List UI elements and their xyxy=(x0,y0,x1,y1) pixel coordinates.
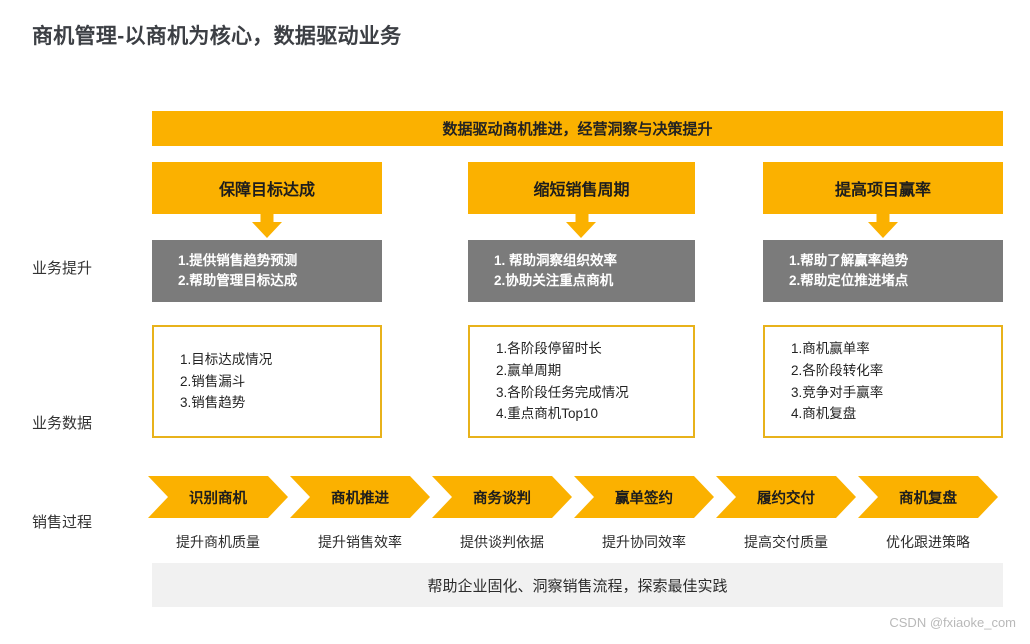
pillar-header-1-label: 保障目标达成 xyxy=(218,182,315,199)
process-caption-6: 优化跟进策略 xyxy=(886,534,970,550)
process-caption-4: 提升协同效率 xyxy=(602,534,686,550)
benefit-item: 1.提供销售趋势预测 xyxy=(178,252,298,268)
data-item: 4.商机复盘 xyxy=(791,406,857,422)
benefit-box-3: 1.帮助了解赢率趋势 2.帮助定位推进堵点 xyxy=(763,240,1003,302)
page-title: 商机管理-以商机为核心，数据驱动业务 xyxy=(32,25,402,48)
data-item: 3.销售趋势 xyxy=(180,395,246,411)
footer-banner: 帮助企业固化、洞察销售流程，探索最佳实践 xyxy=(152,563,1003,607)
data-item: 1.各阶段停留时长 xyxy=(496,340,602,356)
benefit-item: 2.帮助管理目标达成 xyxy=(178,273,298,288)
top-banner-label: 数据驱动商机推进，经营洞察与决策提升 xyxy=(442,121,713,138)
benefit-box-1: 1.提供销售趋势预测 2.帮助管理目标达成 xyxy=(152,240,382,302)
process-caption-1: 提升商机质量 xyxy=(176,534,260,550)
process-step-4[interactable]: 赢单签约 xyxy=(574,476,714,518)
process-step-5-label: 履约交付 xyxy=(757,490,815,507)
data-item: 3.各阶段任务完成情况 xyxy=(496,384,629,400)
row-label-business-data: 业务数据 xyxy=(32,415,93,432)
data-item: 1.目标达成情况 xyxy=(180,351,273,367)
process-step-1[interactable]: 识别商机 xyxy=(148,476,288,518)
data-item: 2.赢单周期 xyxy=(496,362,562,378)
row-label-sales-process: 销售过程 xyxy=(32,514,93,531)
process-step-3-label: 商务谈判 xyxy=(473,490,531,507)
pillar-header-2-label: 缩短销售周期 xyxy=(533,182,630,199)
data-item: 1.商机赢单率 xyxy=(791,340,870,356)
footer-banner-label: 帮助企业固化、洞察销售流程，探索最佳实践 xyxy=(427,577,728,595)
data-item: 3.竞争对手赢率 xyxy=(791,384,884,400)
data-box-2: 1.各阶段停留时长 2.赢单周期 3.各阶段任务完成情况 4.重点商机Top10 xyxy=(468,325,695,438)
row-label-business-improvement: 业务提升 xyxy=(32,260,93,277)
process-step-2[interactable]: 商机推进 xyxy=(290,476,430,518)
pillar-header-1[interactable]: 保障目标达成 xyxy=(152,162,382,227)
pillar-header-2[interactable]: 缩短销售周期 xyxy=(468,162,695,227)
benefit-item: 1. 帮助洞察组织效率 xyxy=(494,252,618,268)
data-box-1: 1.目标达成情况 2.销售漏斗 3.销售趋势 xyxy=(152,325,382,438)
process-step-2-label: 商机推进 xyxy=(331,490,389,507)
process-step-6[interactable]: 商机复盘 xyxy=(858,476,998,518)
pillar-header-3-label: 提高项目赢率 xyxy=(834,182,931,199)
arrow-down-icon-1 xyxy=(252,222,282,238)
benefit-item: 1.帮助了解赢率趋势 xyxy=(789,252,909,268)
data-item: 4.重点商机Top10 xyxy=(496,406,599,422)
benefit-box-2: 1. 帮助洞察组织效率 2.协助关注重点商机 xyxy=(468,240,695,302)
process-step-6-label: 商机复盘 xyxy=(899,490,957,507)
process-step-4-label: 赢单签约 xyxy=(615,490,673,507)
process-caption-2: 提升销售效率 xyxy=(318,534,402,550)
watermark: CSDN @fxiaoke_com xyxy=(889,615,1016,630)
data-box-3: 1.商机赢单率 2.各阶段转化率 3.竞争对手赢率 4.商机复盘 xyxy=(763,325,1003,438)
benefit-item: 2.帮助定位推进堵点 xyxy=(789,273,909,288)
arrow-down-icon-2 xyxy=(566,222,596,238)
process-caption-3: 提供谈判依据 xyxy=(460,534,544,550)
benefit-item: 2.协助关注重点商机 xyxy=(494,273,614,288)
data-item: 2.各阶段转化率 xyxy=(791,362,884,378)
arrow-down-icon-3 xyxy=(868,222,898,238)
process-step-5[interactable]: 履约交付 xyxy=(716,476,856,518)
top-banner: 数据驱动商机推进，经营洞察与决策提升 xyxy=(152,111,1003,146)
process-step-1-label: 识别商机 xyxy=(189,490,247,507)
process-step-3[interactable]: 商务谈判 xyxy=(432,476,572,518)
pillar-header-3[interactable]: 提高项目赢率 xyxy=(763,162,1003,227)
process-caption-5: 提高交付质量 xyxy=(744,534,828,550)
data-item: 2.销售漏斗 xyxy=(180,373,246,389)
